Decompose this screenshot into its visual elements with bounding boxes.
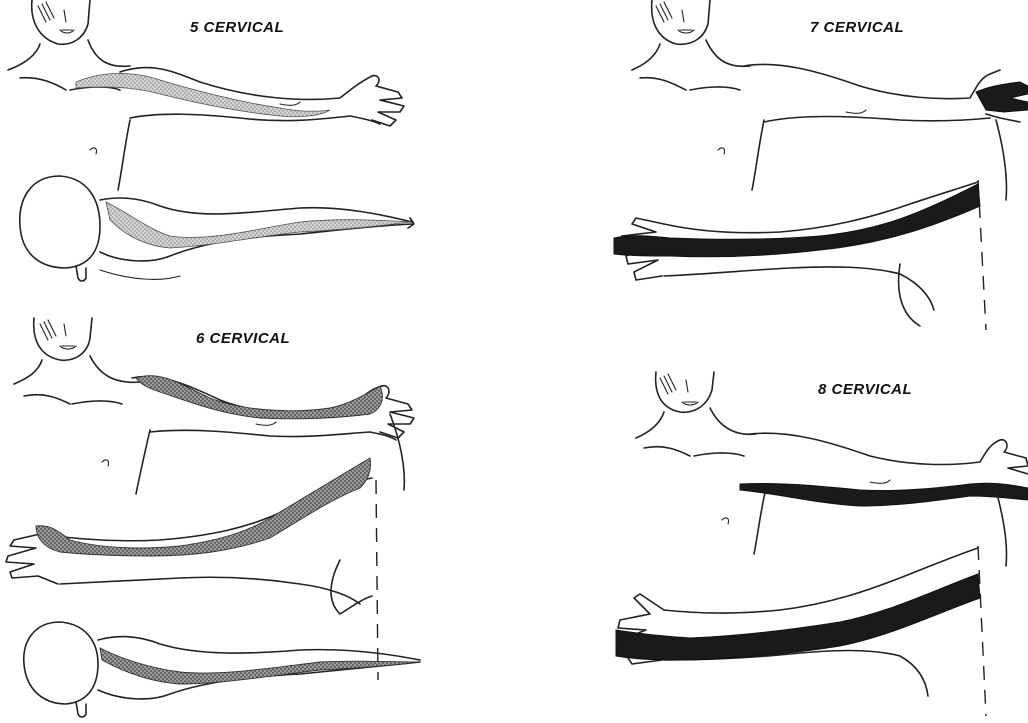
c6-face: [34, 318, 92, 360]
c5-posterior-view: [20, 176, 414, 281]
c6-dermatome-posterior: [100, 648, 420, 684]
c8-arm-side: [616, 490, 1007, 716]
c7-dermatome-hand-front: [976, 82, 1028, 112]
c5-arm-front: [76, 67, 404, 126]
panel-7-cervical: [614, 0, 1028, 330]
c5-torso-front: [8, 40, 130, 190]
c6-posterior-view: [24, 622, 420, 717]
panel-8-cervical: [616, 372, 1028, 716]
c8-face: [656, 372, 714, 412]
c8-dermatome-front: [740, 483, 1028, 506]
c7-arm-front: [744, 64, 1028, 122]
c7-dermatome-side: [614, 184, 980, 257]
c6-arm-front: [132, 376, 414, 440]
c5-face: [32, 0, 90, 44]
c5-dermatome-posterior: [106, 202, 410, 248]
c6-torso-front: [14, 356, 150, 494]
c8-torso-front: [636, 408, 766, 554]
c7-face: [652, 0, 710, 44]
panel-5-cervical: [8, 0, 414, 281]
c6-dermatome-side: [36, 458, 371, 556]
c7-torso-front: [632, 40, 764, 190]
c8-arm-front: [740, 433, 1028, 506]
c6-dermatome-front: [136, 376, 382, 419]
c5-dermatome-front: [76, 73, 330, 116]
panel-6-cervical: [6, 318, 420, 717]
c6-arm-side: [6, 414, 404, 680]
c8-dermatome-side: [616, 574, 980, 660]
c7-arm-side: [614, 120, 1007, 330]
